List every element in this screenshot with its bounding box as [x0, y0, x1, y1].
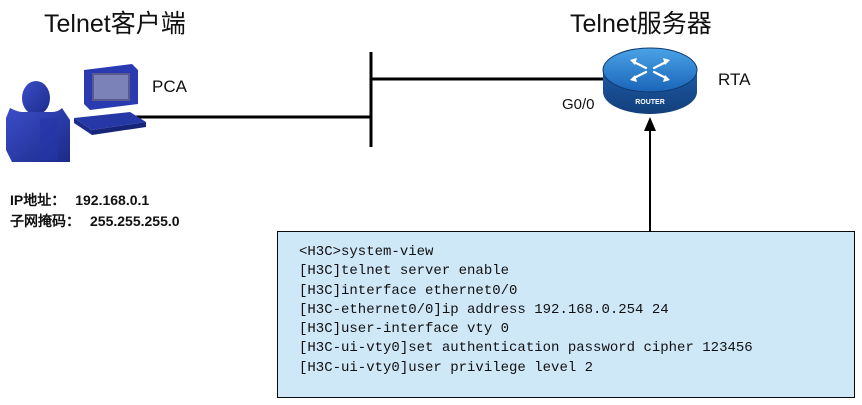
config-line: <H3C>system-view [299, 244, 434, 260]
config-line: [H3C]telnet server enable [299, 263, 510, 280]
client-ip-row: IP地址： 192.168.0.1 [10, 193, 149, 207]
subnet-mask-label: 子网掩码： [10, 213, 80, 229]
router-name-label: RTA [718, 70, 751, 89]
config-line: [H3C-ethernet0/0]ip address 192.168.0.25… [299, 301, 669, 318]
config-line: [H3C]user-interface vty 0 [299, 321, 510, 338]
user-icon [6, 81, 70, 162]
ip-address-label: IP地址： [10, 192, 66, 208]
telnet-client-title: Telnet客户端 [44, 10, 186, 38]
config-command-box: <H3C>system-view [H3C]telnet server enab… [277, 231, 855, 398]
ip-address-value: 192.168.0.1 [75, 192, 150, 208]
router-badge-text: ROUTER [635, 99, 665, 106]
subnet-mask-value: 255.255.255.0 [90, 213, 180, 229]
config-line: [H3C]interface ethernet0/0 [299, 282, 518, 299]
client-mask-row: 子网掩码： 255.255.255.0 [10, 214, 180, 228]
router-icon: ROUTER [602, 47, 698, 114]
config-line: [H3C-ui-vty0]set authentication password… [299, 340, 753, 357]
pc-name-label: PCA [152, 77, 187, 96]
router-port-label: G0/0 [562, 96, 595, 113]
telnet-server-title: Telnet服务器 [570, 10, 712, 38]
config-line: [H3C-ui-vty0]user privilege level 2 [299, 359, 594, 376]
config-arrow-head [644, 117, 656, 131]
computer-icon [74, 64, 146, 135]
